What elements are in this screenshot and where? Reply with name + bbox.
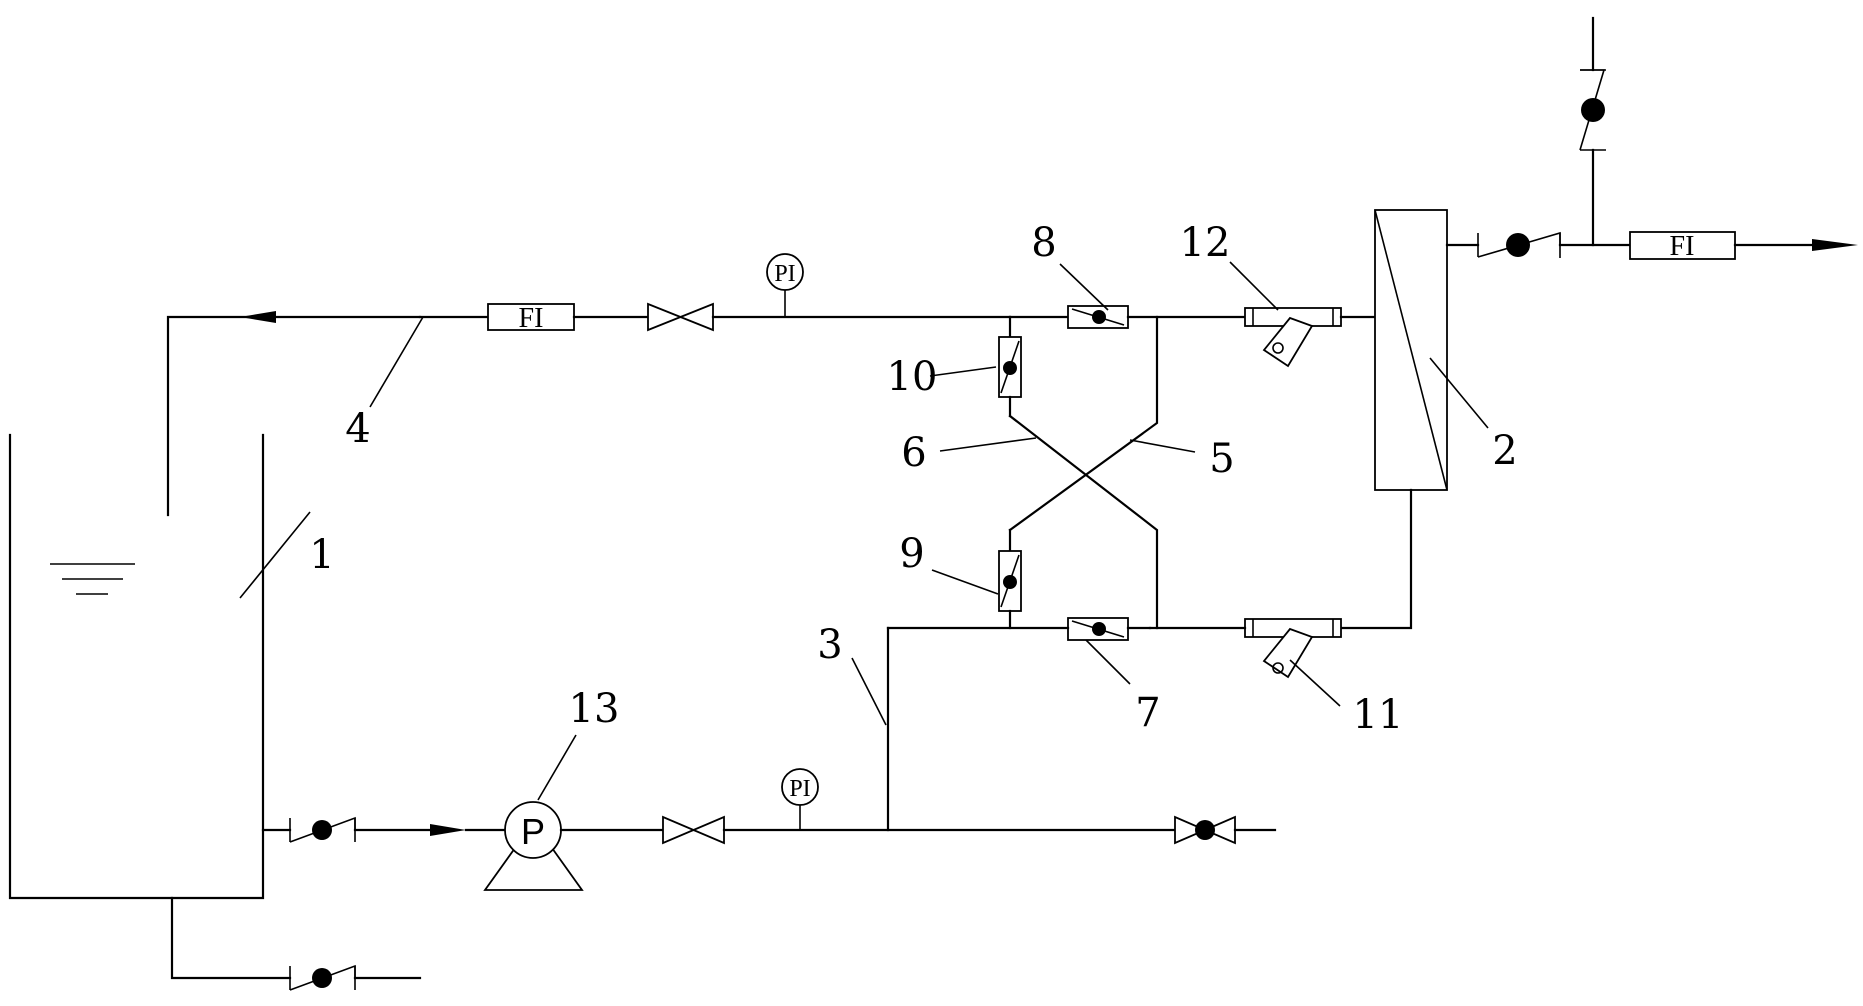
flow-indicator-permeate: FI — [1629, 231, 1736, 262]
label-4: 4 — [345, 406, 370, 452]
pump: P — [483, 801, 584, 891]
label-2: 2 — [1492, 428, 1517, 474]
return-pipe-into-tank — [166, 315, 422, 517]
label-10: 10 — [887, 354, 938, 400]
flow-indicator-return: FI — [487, 303, 575, 334]
check-valve-tank-drain — [289, 964, 356, 991]
label-6: 6 — [901, 430, 926, 476]
valve-7 — [1067, 617, 1129, 641]
pressure-gauge-feed-label: PI — [789, 776, 810, 802]
leader-12 — [1229, 261, 1279, 311]
label-11: 11 — [1353, 692, 1404, 738]
leader-7 — [1085, 639, 1131, 685]
pressure-gauge-return: PI — [766, 253, 804, 317]
return-flow-arrow — [240, 311, 276, 323]
pressure-gauge-return-label: PI — [774, 261, 795, 287]
label-9: 9 — [899, 531, 924, 577]
leader-13 — [537, 734, 577, 801]
leader-4 — [369, 316, 424, 408]
pressure-gauge-feed: PI — [781, 768, 819, 830]
leader-6 — [939, 437, 1037, 452]
suction-flow-arrow — [430, 824, 466, 836]
label-3: 3 — [817, 622, 842, 668]
valve-9 — [998, 550, 1022, 612]
check-valve-suction — [289, 816, 356, 843]
leader-5 — [1129, 439, 1196, 453]
check-valve-vent — [1579, 69, 1606, 151]
label-12: 12 — [1180, 220, 1231, 266]
strainer-11 — [1244, 618, 1342, 679]
leader-9 — [931, 569, 999, 595]
tank — [8, 433, 265, 900]
tank-drain-pipe — [170, 896, 292, 980]
label-7: 7 — [1135, 690, 1160, 736]
leader-8 — [1059, 263, 1109, 311]
pump-symbol: P — [521, 811, 545, 852]
membrane-module — [1374, 209, 1448, 491]
leader-11 — [1289, 659, 1341, 707]
concentrate-pipe — [1339, 488, 1413, 630]
label-5: 5 — [1209, 436, 1234, 482]
gate-valve-return — [647, 302, 714, 332]
cross-line-5 — [1008, 315, 1159, 532]
leader-2 — [1429, 357, 1489, 429]
strainer-12 — [1244, 307, 1342, 368]
leader-1 — [239, 511, 311, 599]
valve-8 — [1067, 305, 1129, 329]
cross-line-6 — [1008, 414, 1159, 630]
ball-valve-drain — [1174, 815, 1236, 845]
leader-3 — [851, 657, 887, 726]
label-8: 8 — [1031, 220, 1056, 266]
check-valve-permeate — [1477, 231, 1561, 258]
flow-indicator-permeate-label: FI — [1670, 231, 1695, 262]
label-1: 1 — [309, 532, 334, 578]
gate-valve-discharge — [662, 815, 725, 845]
flow-indicator-return-label: FI — [519, 303, 544, 334]
permeate-flow-arrow — [1812, 239, 1858, 251]
valve-10 — [998, 336, 1022, 398]
leader-10 — [929, 366, 997, 377]
label-13: 13 — [569, 686, 620, 732]
